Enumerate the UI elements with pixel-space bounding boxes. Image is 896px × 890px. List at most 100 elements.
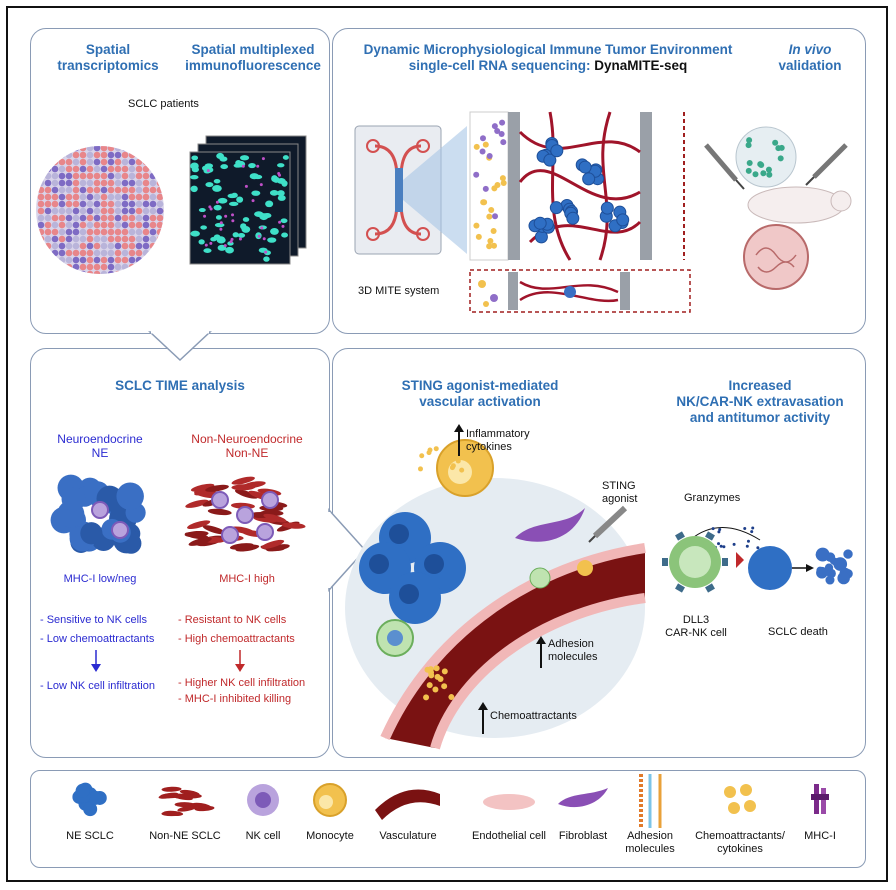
st-spot — [100, 193, 108, 201]
st-spot — [121, 186, 129, 194]
if-marker — [231, 219, 235, 223]
st-spot — [65, 158, 73, 166]
st-spot — [100, 172, 108, 180]
car-nk-killing-illustration — [662, 526, 853, 593]
if-marker — [219, 227, 223, 231]
granzyme — [711, 527, 715, 531]
st-spot — [163, 158, 164, 166]
st-spot — [58, 242, 66, 250]
st-spot — [107, 193, 115, 201]
st-spot — [156, 179, 164, 187]
st-spot — [156, 165, 164, 173]
st-spot — [149, 235, 157, 243]
immune-cell — [500, 179, 507, 186]
st-spot — [58, 256, 66, 264]
st-spot — [107, 179, 115, 187]
st-spot — [58, 200, 66, 208]
st-spot — [86, 158, 94, 166]
non-ne-cell — [177, 805, 198, 812]
st-spot — [114, 221, 122, 229]
chemoattractant — [428, 669, 435, 676]
chemoattractant — [441, 668, 448, 675]
immune-cell — [487, 238, 494, 245]
st-spot — [58, 249, 66, 257]
if-marker — [208, 205, 212, 209]
st-spot — [100, 179, 108, 187]
st-spot — [65, 200, 73, 208]
st-spot — [100, 200, 108, 208]
sclc-time-title: SCLC TIME analysis — [115, 378, 245, 393]
st-spot — [79, 158, 87, 166]
legend-label: Vasculature — [379, 830, 437, 842]
apoptotic-fragment — [815, 547, 830, 562]
if-marker — [261, 157, 265, 161]
st-spot — [37, 200, 45, 208]
invivo-line2: validation — [778, 58, 842, 74]
st-spot — [107, 249, 115, 257]
st-spot — [163, 256, 164, 264]
virus-particle — [778, 144, 785, 151]
dll3-label: DLL3 CAR-NK cell — [656, 614, 736, 640]
immune-cell — [498, 130, 505, 137]
st-spot — [65, 249, 73, 257]
if-marker — [215, 200, 219, 204]
nonne-arrow-down-icon — [235, 650, 245, 672]
st-spot — [86, 263, 94, 271]
non-ne-cell — [229, 543, 254, 550]
mite-system-label: 3D MITE system — [358, 285, 440, 297]
st-spot — [37, 228, 45, 236]
st-spot — [86, 228, 94, 236]
granzyme — [717, 542, 721, 546]
st-spot — [72, 179, 80, 187]
st-spot — [44, 263, 52, 271]
st-spot — [128, 186, 136, 194]
non-ne-cell — [190, 483, 215, 492]
st-spot — [135, 146, 143, 152]
st-spot — [121, 151, 129, 159]
st-spot — [114, 270, 122, 274]
virus-particle — [745, 167, 752, 174]
st-spot — [121, 242, 129, 250]
st-spot — [156, 221, 164, 229]
st-spot — [163, 228, 164, 236]
ne-sclc-icon — [72, 782, 107, 817]
st-spot — [58, 214, 66, 222]
non-ne-cell — [261, 539, 285, 549]
st-spot — [163, 172, 164, 180]
legend-label: Monocyte — [306, 830, 354, 842]
if-nucleus — [190, 230, 200, 237]
st-spot — [149, 221, 157, 229]
st-spot — [107, 207, 115, 215]
st-spot — [135, 193, 143, 201]
st-spot — [79, 242, 87, 250]
st-spot — [163, 200, 164, 208]
st-spot — [44, 151, 52, 159]
st-spot — [58, 146, 66, 152]
st-spot — [65, 151, 73, 159]
st-spot — [142, 256, 150, 264]
cytokine — [442, 471, 448, 477]
sting-agonist-line2: agonist — [602, 493, 638, 506]
st-spot — [79, 235, 87, 243]
st-spot — [142, 221, 150, 229]
st-spot — [93, 200, 101, 208]
st-spot — [93, 249, 101, 257]
if-nucleus — [248, 162, 256, 169]
st-spot — [37, 242, 45, 250]
st-spot — [100, 151, 108, 159]
st-spot — [163, 193, 164, 201]
nk-cell-icon — [247, 784, 279, 816]
nk-cell — [111, 521, 129, 539]
tumor-cell — [533, 216, 547, 230]
st-spot — [37, 151, 45, 159]
st-spot — [142, 186, 150, 194]
st-spot — [44, 256, 52, 264]
st-spot — [121, 263, 129, 271]
st-spot — [149, 193, 157, 201]
nk-cell — [236, 506, 254, 524]
if-marker — [223, 244, 227, 248]
st-spot — [51, 249, 59, 257]
dll3-line2: CAR-NK cell — [665, 627, 727, 640]
st-spot — [107, 172, 115, 180]
monocyte-icon — [313, 783, 347, 817]
